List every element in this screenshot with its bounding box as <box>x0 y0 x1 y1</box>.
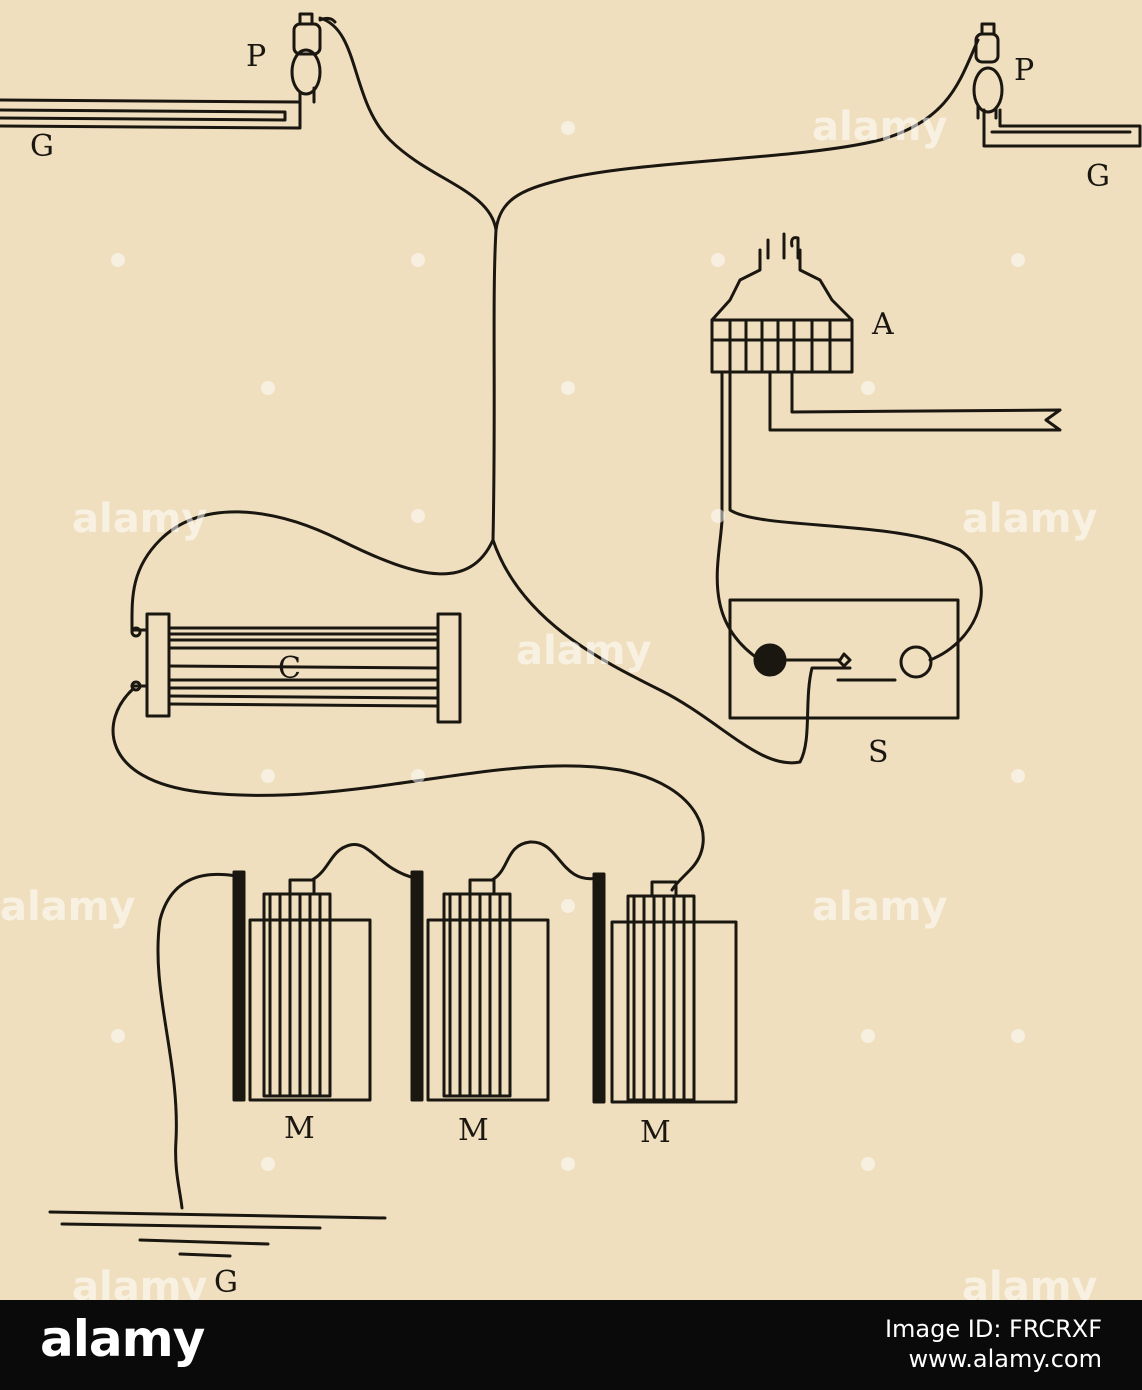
watermark-8: alamy <box>962 1264 1097 1300</box>
label-a: A <box>871 307 894 342</box>
label-c: C <box>278 651 301 686</box>
label-m1: M <box>284 1111 315 1146</box>
label-p-right: P <box>1014 53 1034 88</box>
label-g-left: G <box>30 129 54 164</box>
label-m2: M <box>458 1113 489 1148</box>
watermark-1: alamy <box>812 104 947 150</box>
ground-pipe-right <box>982 108 1142 148</box>
diagram-plate: P P G G G A C S M M M alamy alamy alamy … <box>0 12 1142 1300</box>
ground-pipe-left <box>0 98 302 130</box>
label-p-left: P <box>246 39 266 74</box>
wire-battery-1-2 <box>310 842 417 882</box>
ground-symbol <box>48 1210 387 1258</box>
plug-right <box>972 22 1004 120</box>
footer-bar: alamy Image ID: FRCRXF www.alamy.com <box>0 1300 1142 1390</box>
wire-lamp-switch-return <box>728 370 983 662</box>
watermark-7: alamy <box>72 1264 207 1300</box>
switch-box <box>728 598 960 720</box>
footer-logo[interactable]: alamy <box>40 1310 205 1368</box>
wire-plug-left <box>318 16 498 232</box>
wire-battery-ground <box>156 872 238 1210</box>
footer-site-link[interactable]: www.alamy.com <box>908 1345 1102 1373</box>
wire-battery-2-3 <box>490 840 600 882</box>
battery-cell-2 <box>410 870 550 1102</box>
footer-image-id: Image ID: FRCRXF <box>884 1315 1102 1343</box>
label-g-bottom: G <box>214 1265 238 1300</box>
wire-condenser-battery <box>111 688 705 892</box>
watermark-layer: alamy alamy alamy alamy alamy alamy alam… <box>0 104 1097 1300</box>
wire-trunk-condenser <box>130 510 495 632</box>
battery-cell-3 <box>592 872 738 1104</box>
watermark-2: alamy <box>72 496 207 542</box>
wire-trunk-switch <box>491 538 852 765</box>
footer-image-info: Image ID: FRCRXF www.alamy.com <box>885 1314 1102 1374</box>
lamp <box>710 232 1062 432</box>
watermark-4: alamy <box>516 628 651 674</box>
plug-left <box>290 12 337 104</box>
circuit-diagram: P P G G G A C S M M M alamy alamy alamy … <box>0 12 1142 1300</box>
label-g-right: G <box>1086 159 1110 194</box>
wire-plug-right <box>494 38 980 232</box>
wire-trunk <box>491 228 498 542</box>
watermark-6: alamy <box>0 884 135 930</box>
label-s: S <box>868 735 889 770</box>
wire-lamp-switch <box>715 370 762 662</box>
label-m3: M <box>640 1115 671 1150</box>
battery-cell-1 <box>232 870 372 1102</box>
condenser <box>130 612 462 724</box>
watermark-3: alamy <box>962 496 1097 542</box>
watermark-5: alamy <box>812 884 947 930</box>
